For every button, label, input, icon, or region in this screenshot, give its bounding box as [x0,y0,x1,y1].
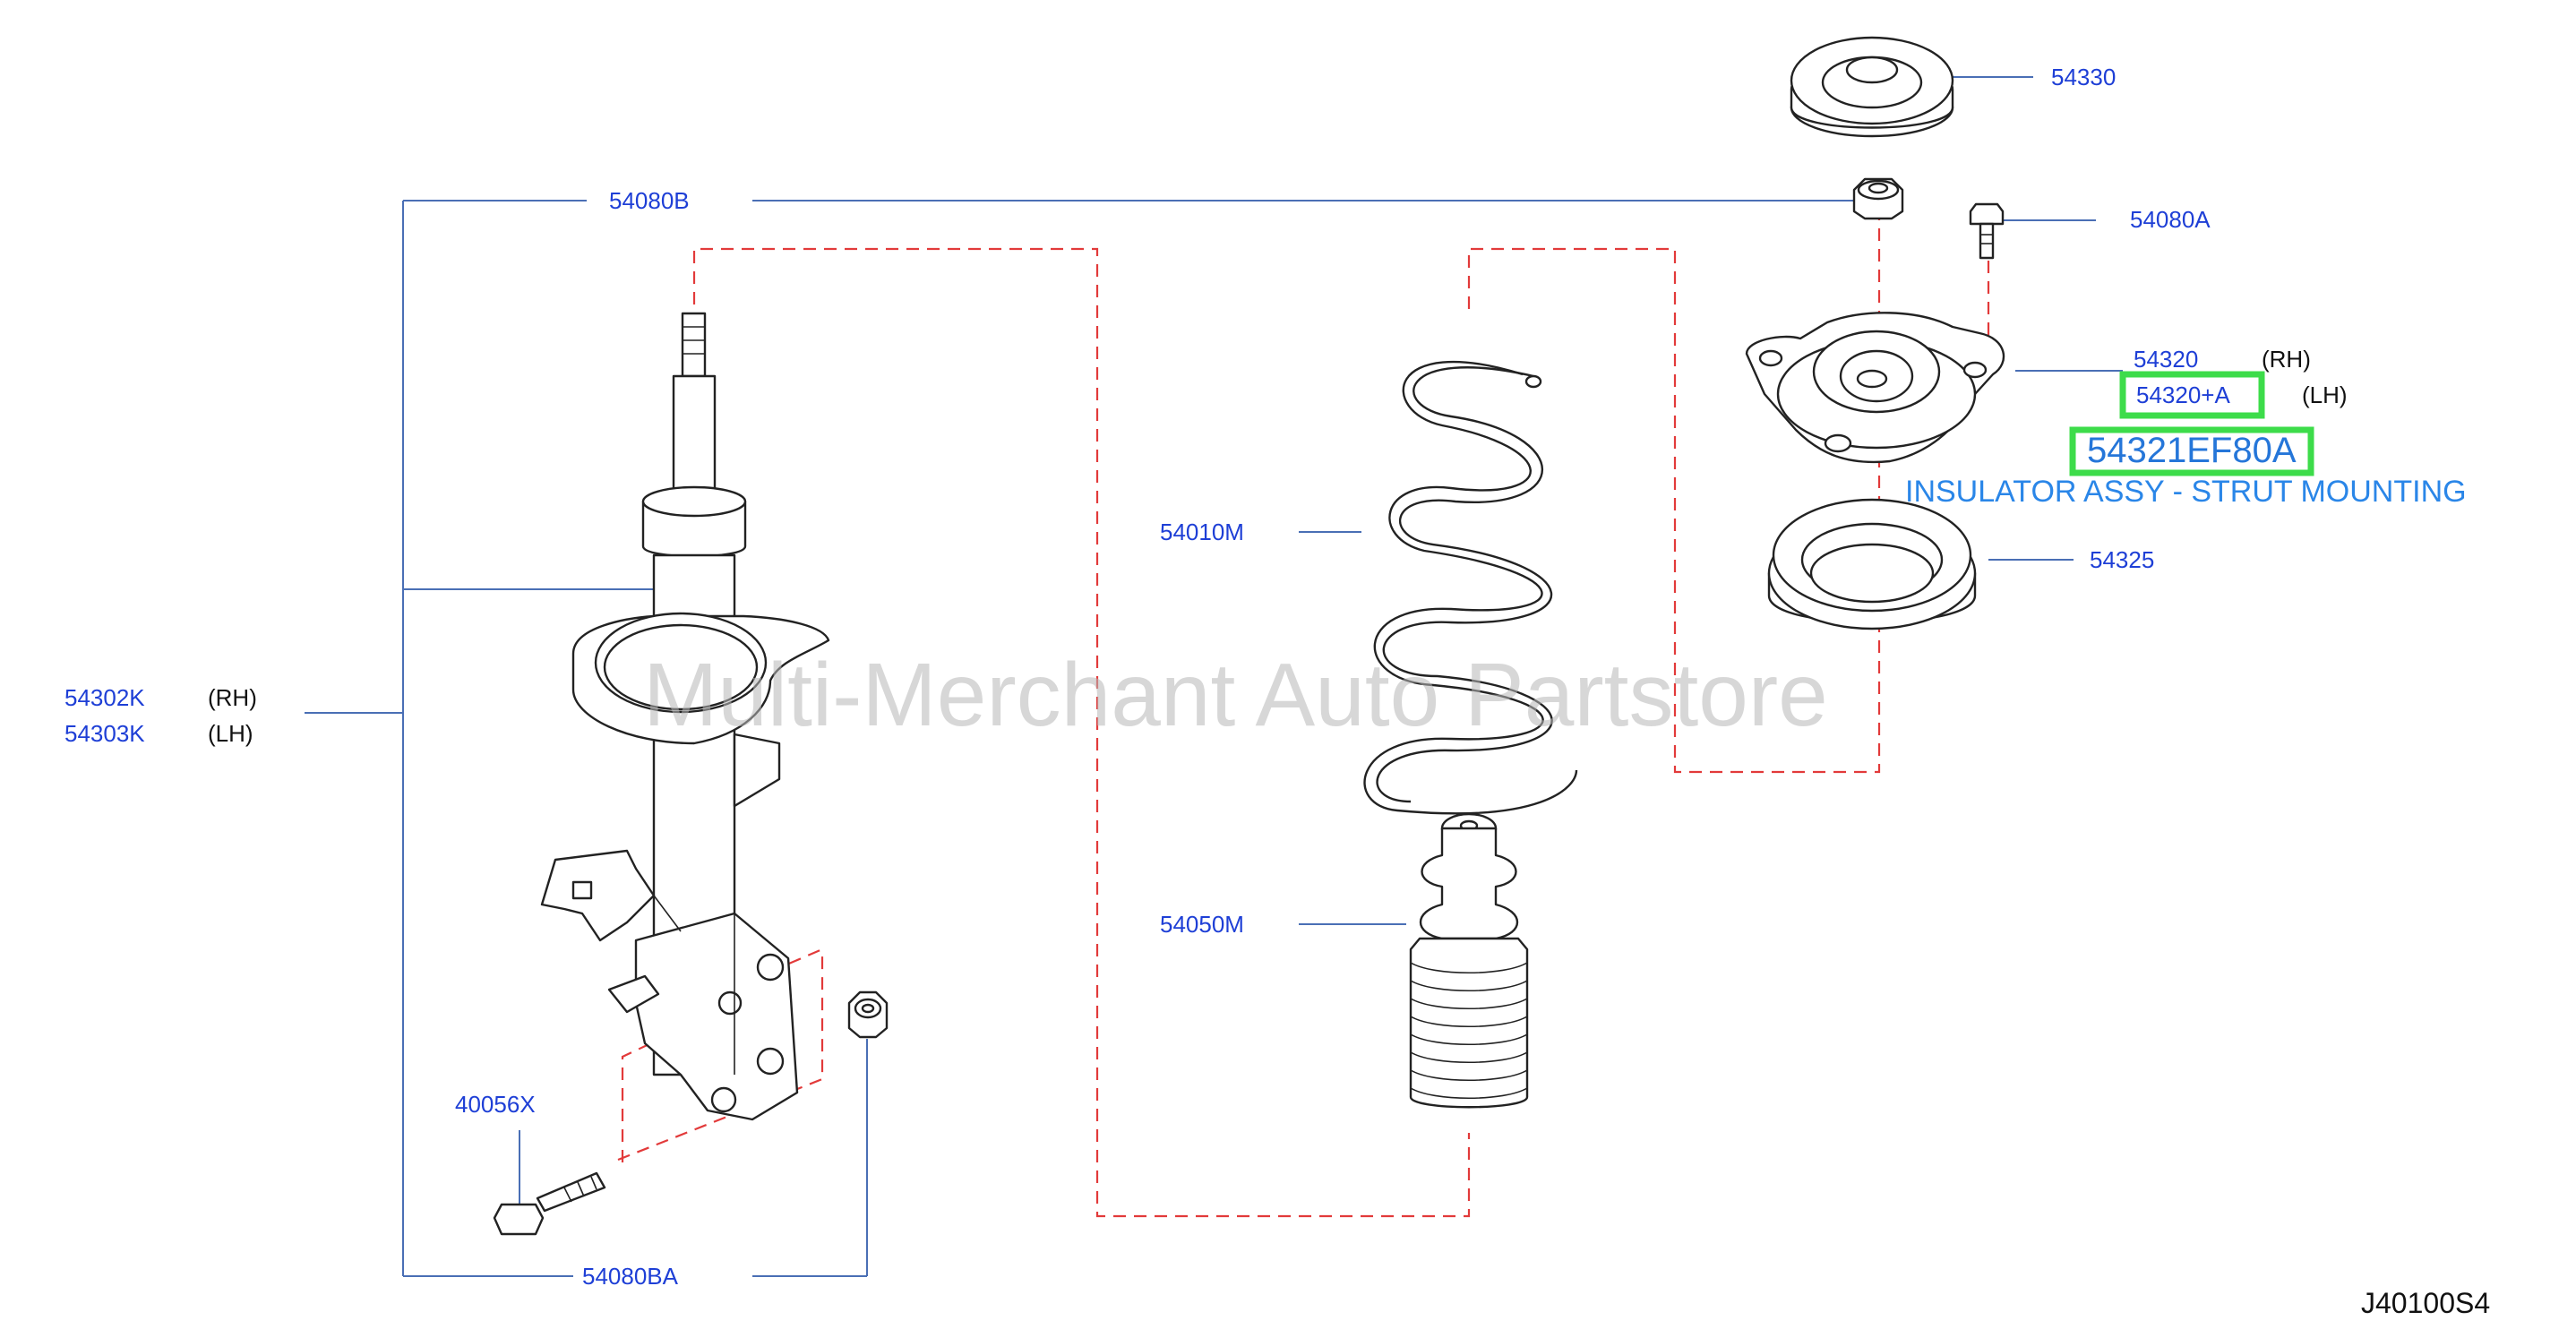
strut-assembly-drawing [540,312,830,1121]
label-54320[interactable]: 54320 [2134,346,2198,373]
label-54320-a-side: (LH) [2302,382,2348,408]
highlighted-part-number[interactable]: 54321EF80A [2087,431,2297,470]
highlighted-part-description: INSULATOR ASSY - STRUT MOUNTING [1905,475,2467,509]
label-54320-side: (RH) [2262,346,2311,373]
label-54325[interactable]: 54325 [2090,546,2154,573]
label-54302k-side: (RH) [208,684,257,711]
highlight-box-54320-a [2119,371,2265,419]
label-54330[interactable]: 54330 [2051,64,2116,90]
lower-nut-drawing [847,990,889,1039]
label-54080ba[interactable]: 54080BA [582,1263,679,1290]
diagram-reference: J40100S4 [2361,1287,2490,1319]
watermark-text: Multi-Merchant Auto Partstore [643,645,1828,745]
small-bolt-drawing [1969,202,2005,260]
highlight-box-54321ef80a [2069,426,2314,476]
lower-bolt-drawing [493,1171,606,1236]
label-54080b[interactable]: 54080B [609,187,690,214]
label-54302k[interactable]: 54302K [64,684,145,711]
label-54303k[interactable]: 54303K [64,720,145,747]
upper-nut-drawing [1852,177,1904,220]
insulator-drawing [1745,312,2005,464]
label-40056x[interactable]: 40056X [455,1091,536,1118]
label-54303k-side: (LH) [208,720,253,747]
label-54010m[interactable]: 54010M [1160,519,1244,545]
label-54050m[interactable]: 54050M [1160,911,1244,938]
leader-lines [305,76,2123,1277]
bump-stop-drawing [1409,812,1529,1109]
spring-seat-drawing [1767,498,1977,630]
label-54320-a[interactable]: 54320+A [2136,382,2230,408]
top-mount-seat-drawing [1790,36,1954,138]
coil-spring-drawing [1363,360,1578,815]
label-54080a[interactable]: 54080A [2130,206,2211,233]
